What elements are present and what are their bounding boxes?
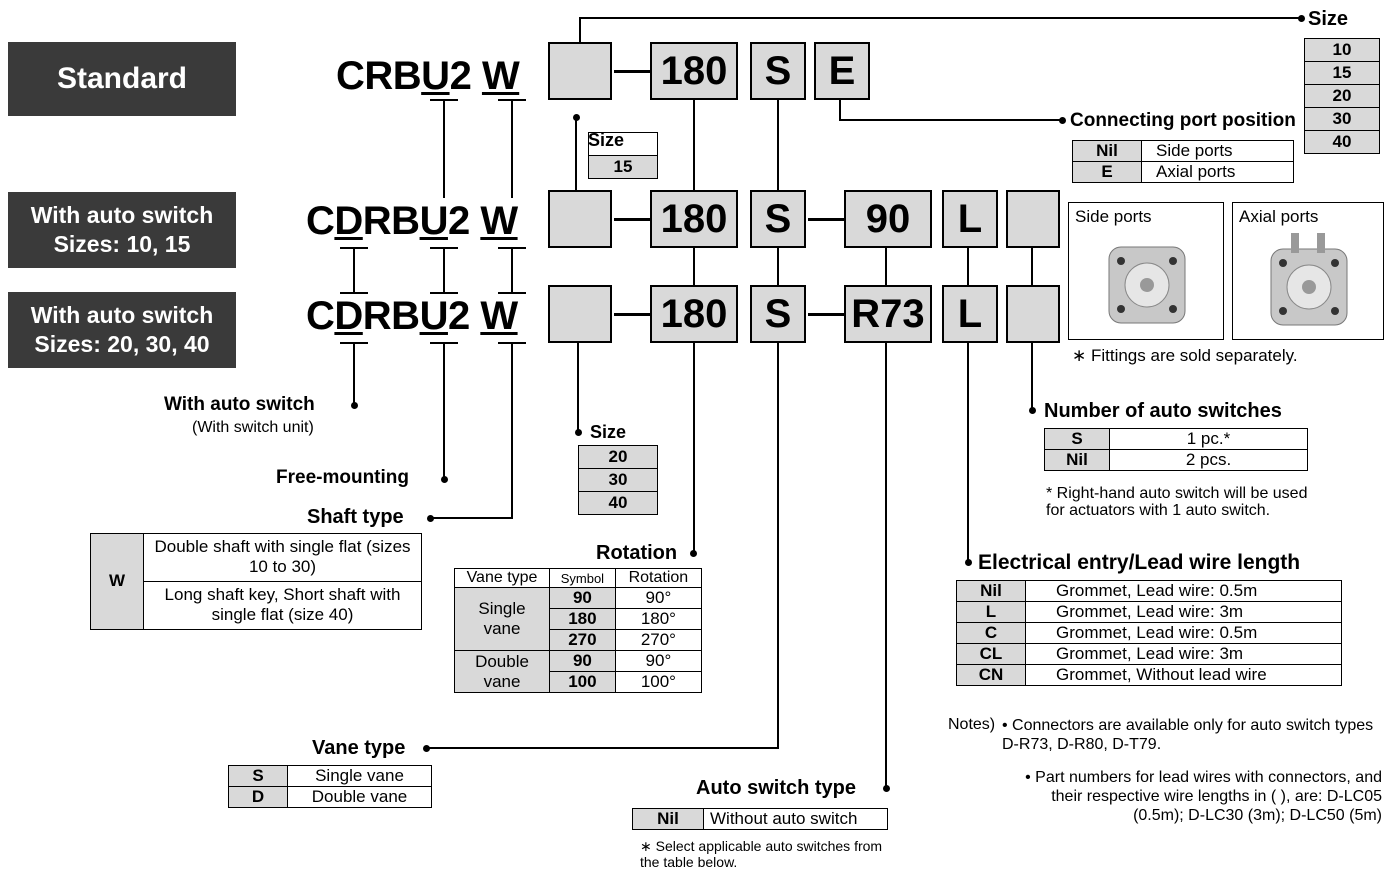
num-switches-title: Number of auto switches bbox=[1044, 400, 1282, 423]
size-low-table: 20 30 40 bbox=[578, 445, 658, 515]
free-mounting-title: Free-mounting bbox=[276, 467, 409, 489]
with-auto-switch-sub: (With switch unit) bbox=[192, 419, 314, 437]
port-position-title: Connecting port position bbox=[1070, 110, 1296, 132]
table-row: 15 bbox=[1305, 62, 1380, 85]
notes-label: Notes) bbox=[948, 716, 995, 734]
size-mid-table: 10 15 bbox=[588, 132, 658, 179]
axial-ports-photo: Axial ports bbox=[1232, 202, 1384, 340]
note-1: • Connectors are available only for auto… bbox=[1002, 716, 1382, 754]
electrical-title: Electrical entry/Lead wire length bbox=[978, 551, 1300, 575]
table-row: 15 bbox=[589, 156, 658, 179]
fittings-note: ∗ Fittings are sold separately. bbox=[1072, 346, 1298, 366]
note-2: • Part numbers for lead wires with conne… bbox=[1012, 768, 1382, 826]
auto-switch-type-note: ∗ Select applicable auto switches from t… bbox=[640, 838, 896, 870]
auto-switch-type-title: Auto switch type bbox=[696, 777, 856, 800]
num-switches-note: * Right-hand auto switch will be used fo… bbox=[1046, 486, 1308, 520]
table-row: 20 bbox=[1305, 85, 1380, 108]
shaft-type-title: Shaft type bbox=[307, 506, 404, 529]
size-low-title: Size bbox=[590, 422, 626, 443]
table-row: 20 bbox=[579, 446, 658, 469]
size-top-title: Size bbox=[1308, 8, 1348, 31]
table-row: 30 bbox=[1305, 108, 1380, 131]
side-ports-photo: Side ports bbox=[1068, 202, 1224, 340]
rotation-title: Rotation bbox=[596, 542, 677, 565]
table-row: 30 bbox=[579, 469, 658, 492]
table-row: Vane type Symbol Rotation bbox=[455, 569, 702, 588]
table-row: 10 bbox=[1305, 39, 1380, 62]
with-auto-switch-title: With auto switch bbox=[164, 394, 315, 416]
table-row: 40 bbox=[579, 492, 658, 515]
size-top-table: 10 15 20 30 40 bbox=[1304, 38, 1380, 154]
vane-type-title: Vane type bbox=[312, 737, 405, 760]
table-row: 10 bbox=[589, 133, 658, 156]
table-row: 40 bbox=[1305, 131, 1380, 154]
